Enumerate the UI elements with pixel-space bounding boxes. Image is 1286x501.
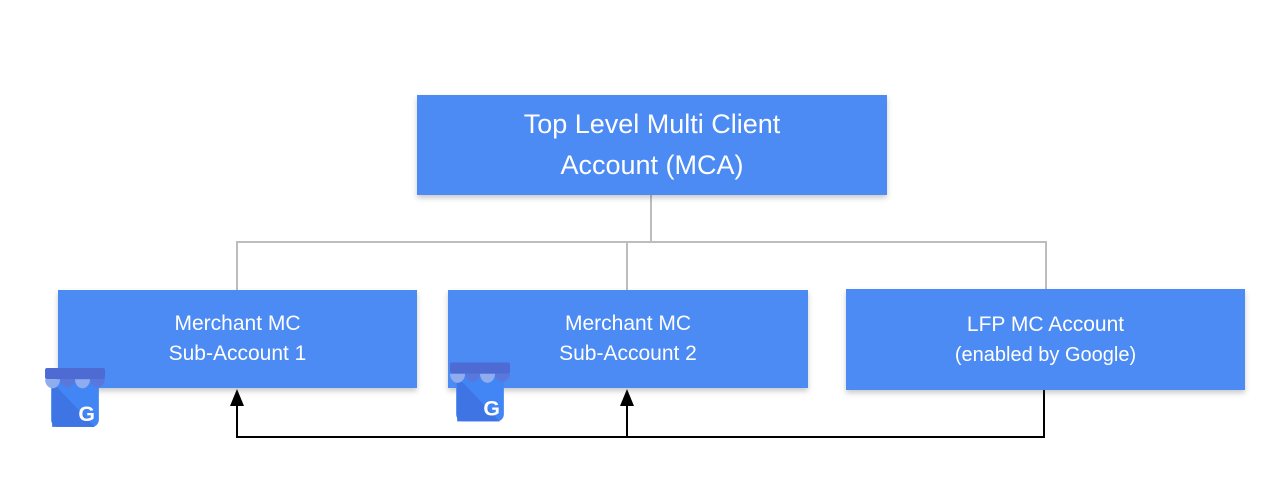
feed-line-horizontal — [236, 436, 1045, 438]
connector-horizontal-rail — [236, 241, 1047, 243]
connector-drop-lfp — [1045, 241, 1047, 289]
node-label-line: Account (MCA) — [560, 150, 744, 180]
feed-line-from-lfp — [1043, 390, 1045, 437]
node-label-line: Top Level Multi Client — [523, 109, 781, 139]
storefront-icon-graphic: G — [450, 362, 510, 422]
storefront-icon-graphic: G — [45, 368, 105, 427]
arrowhead-up-sub1 — [230, 389, 244, 406]
connector-drop-sub1 — [236, 241, 238, 290]
node-label-line: Sub-Account 2 — [559, 342, 697, 365]
node-merchant-sub-account-1: Merchant MC Sub-Account 1 — [58, 290, 417, 388]
node-label-line: (enabled by Google) — [954, 343, 1137, 366]
google-g-letter: G — [78, 402, 95, 426]
google-business-profile-icon: G — [42, 368, 108, 436]
feed-line-to-sub1 — [236, 403, 238, 437]
node-top-level-mca: Top Level Multi Client Account (MCA) — [417, 95, 887, 195]
feed-line-to-sub2 — [626, 403, 628, 437]
node-label-line: Merchant MC — [564, 312, 692, 335]
node-label-line: Merchant MC — [174, 312, 301, 335]
node-lfp-mc-account: LFP MC Account (enabled by Google) — [846, 289, 1245, 390]
arrowhead-up-sub2 — [620, 389, 634, 406]
node-label-line: Sub-Account 1 — [168, 342, 307, 365]
google-g-letter: G — [483, 396, 500, 420]
connector-drop-sub2 — [626, 241, 628, 290]
node-label-line: LFP MC Account — [966, 312, 1125, 336]
connector-root-stem — [650, 195, 652, 241]
google-business-profile-icon: G — [447, 362, 513, 431]
